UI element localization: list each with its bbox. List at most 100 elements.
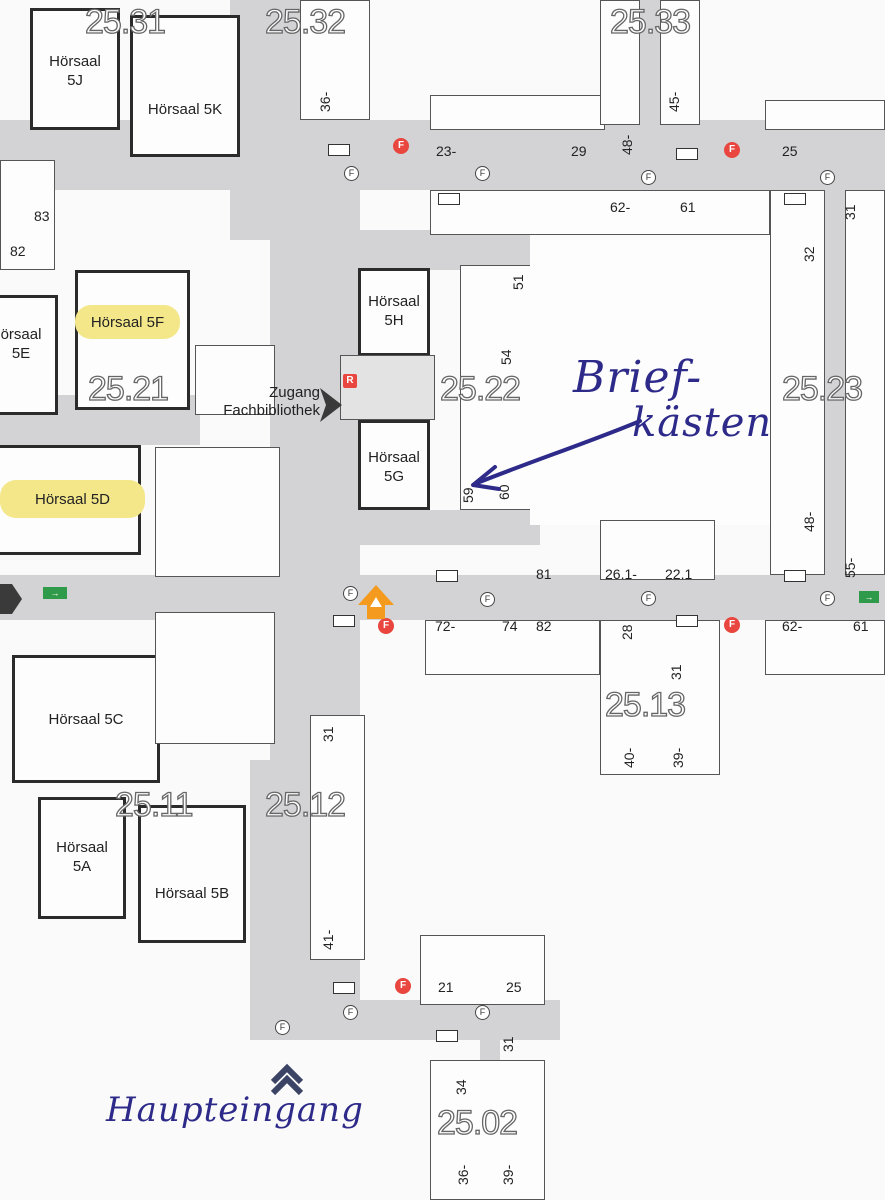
room-number: 31 [500, 1036, 516, 1052]
fire-alarm-marker-icon: F [275, 1020, 290, 1035]
main-entrance-chevron-icon [270, 1063, 304, 1096]
room-number: 82 [536, 618, 552, 634]
room-block [430, 190, 770, 235]
fire-extinguisher-icon: F [724, 617, 740, 633]
room-block [460, 265, 540, 510]
fire-extinguisher-icon: F [724, 142, 740, 158]
hall-5g-label: Hörsaal 5G [368, 449, 420, 485]
room-number: 48- [619, 134, 635, 155]
room-number: 29 [571, 143, 587, 159]
room-number: 21 [438, 979, 454, 995]
room-number: 31 [320, 726, 336, 742]
restroom-icon [333, 615, 355, 627]
fire-alarm-marker-icon: F [344, 166, 359, 181]
building-25-12: 25.12 [264, 786, 346, 824]
room-number: 61 [680, 199, 696, 215]
building-25-33: 25.33 [609, 3, 691, 41]
building-25-23: 25.23 [781, 370, 863, 408]
emergency-exit-icon: → [43, 587, 67, 599]
room-number: 26.1- [605, 566, 637, 582]
room-number: 25 [506, 979, 522, 995]
library-access-line1: Zugang [269, 384, 320, 401]
fire-alarm-marker-icon: F [641, 170, 656, 185]
room-number: 22.1 [665, 566, 693, 582]
room-block [430, 1060, 545, 1200]
room-block [425, 620, 600, 675]
room-block [310, 715, 365, 960]
hall-5f-label: Hörsaal 5F [90, 314, 165, 331]
library-access-line2: Fachbibliothek [223, 402, 320, 419]
fire-extinguisher-icon: F [395, 978, 411, 994]
fire-alarm-marker-icon: F [475, 1005, 490, 1020]
fire-extinguisher-icon: F [378, 618, 394, 634]
room-number: 39- [500, 1164, 516, 1185]
lecture-hall-5b [138, 805, 246, 943]
room-number: 39- [670, 747, 686, 768]
lecture-hall-5j [30, 8, 120, 130]
room-block [600, 0, 640, 125]
corridor [250, 760, 270, 1020]
hall-5j-label: Hörsaal 5J [49, 53, 101, 89]
mailbox-annotation-line1: Brief- [573, 352, 703, 403]
restroom-icon [784, 193, 806, 205]
restroom-icon [784, 570, 806, 582]
room-block [195, 345, 275, 415]
room-number: 61 [853, 618, 869, 634]
corridor [640, 0, 660, 160]
restroom-icon [436, 570, 458, 582]
fire-alarm-marker-icon: F [820, 591, 835, 606]
fire-alarm-marker-icon: F [343, 1005, 358, 1020]
main-entrance-annotation: Haupteingang [106, 1090, 364, 1130]
emergency-exit-icon: → [859, 591, 879, 603]
room-block [155, 612, 275, 744]
room-block [600, 620, 720, 775]
room-number: 83 [34, 208, 50, 224]
hall-5a-label: Hörsaal 5A [56, 839, 108, 875]
hall-5e-label: örsaal 5E [0, 326, 42, 362]
fire-extinguisher-icon: F [393, 138, 409, 154]
building-25-22: 25.22 [439, 370, 521, 408]
building-25-02: 25.02 [436, 1104, 518, 1142]
restroom-icon [676, 148, 698, 160]
room-number: 28 [619, 624, 635, 640]
room-block [300, 0, 370, 120]
lecture-hall-5f [75, 270, 190, 410]
room-number: 82 [10, 243, 26, 259]
room-number: 23- [436, 143, 457, 159]
fire-alarm-marker-icon: F [641, 591, 656, 606]
room-number: 40- [621, 747, 637, 768]
entrance-arrow-icon [0, 584, 22, 614]
room-number: 48- [801, 511, 817, 532]
fire-alarm-marker-icon: F [343, 586, 358, 601]
room-number: 41- [320, 929, 336, 950]
building-25-32: 25.32 [264, 3, 346, 41]
room-block [420, 935, 545, 1005]
restroom-icon [436, 1030, 458, 1042]
room-number: 36- [317, 91, 333, 112]
corridor [825, 190, 845, 580]
room-number: 34 [453, 1079, 469, 1095]
corridor [340, 510, 540, 545]
room-number: 45- [666, 91, 682, 112]
room-number: 55- [842, 557, 858, 578]
lecture-hall-5h [358, 268, 430, 356]
lecture-hall-5g [358, 420, 430, 510]
restroom-icon [333, 982, 355, 994]
room-number: 51 [510, 274, 526, 290]
building-25-31: 25.31 [84, 3, 166, 41]
restroom-icon [676, 615, 698, 627]
room-number: 54 [498, 349, 514, 365]
room-number: 62- [610, 199, 631, 215]
mailbox-arrow-icon [471, 419, 642, 491]
building-25-11: 25.11 [114, 786, 194, 824]
fire-alarm-marker-icon: F [480, 592, 495, 607]
restroom-icon [438, 193, 460, 205]
room-number: 32 [801, 246, 817, 262]
first-aid-room-icon: R [343, 374, 357, 388]
lecture-hall-5c [12, 655, 160, 783]
room-number: 72- [435, 618, 456, 634]
building-25-21: 25.21 [87, 370, 169, 408]
room-number: 25 [782, 143, 798, 159]
room-number: 62- [782, 618, 803, 634]
room-block [765, 100, 885, 130]
